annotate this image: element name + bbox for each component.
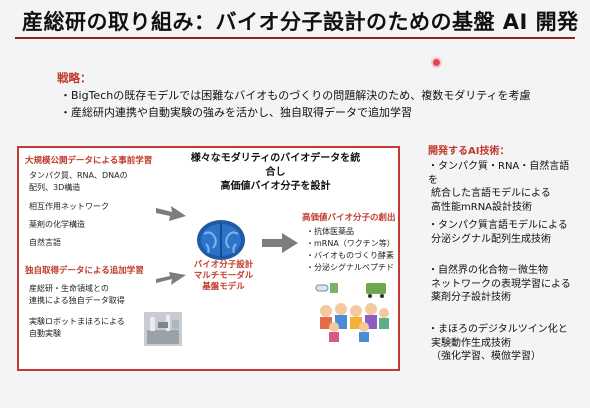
pretrain-item-4: 薬剤の化学構造 <box>29 220 85 229</box>
ai-tech-heading: 開発するAI技術： <box>428 146 510 157</box>
model-label-line-1: バイオ分子設計 <box>193 260 254 270</box>
high-value-heading: 高価値バイオ分子の創出 <box>302 213 396 223</box>
high-value-item-1: ・抗体医薬品 <box>306 227 354 236</box>
ai-tech-item-1-line-3: 高性能mRNA設計技術 <box>431 201 533 213</box>
ai-tech-item-1: ・タンパク質・RNA・自然言語を 統合した言語モデルによる 高性能mRNA設計技… <box>428 160 578 214</box>
model-label-line-3: 基盤モデル <box>202 282 245 292</box>
high-value-item-4: ・分泌シグナルペプチド <box>306 263 394 272</box>
pretrain-item-2: 配列、3D構造 <box>29 183 81 192</box>
slide-title: 産総研の取り組み：バイオ分子設計のための基盤 AI 開発 <box>22 10 579 34</box>
ai-tech-item-4-line-2: 実験動作生成技術 <box>431 337 511 349</box>
strategy-line-1: ・BigTechの既存モデルでは困難なバイオものづくりの問題解決のため、複数モダ… <box>60 89 531 102</box>
ai-tech-item-3-line-3: 薬剤分子設計技術 <box>431 292 511 303</box>
ai-tech-item-4-line-3: （強化学習、模倣学習） <box>431 351 541 362</box>
center-heading-line-2: 高価値バイオ分子を設計 <box>220 181 331 192</box>
strategy-heading: 戦略： <box>57 71 92 85</box>
title-divider <box>15 37 575 39</box>
ai-tech-item-3-line-2: ネットワークの表現学習による <box>431 278 571 290</box>
arrow-pretrain-to-model <box>156 206 186 221</box>
finetune-item-1: 産総研・生命領域との <box>29 284 109 293</box>
ai-tech-item-4: ・まほろのデジタルツイン化と 実験動作生成技術 （強化学習、模倣学習） <box>428 323 578 364</box>
pretrain-item-5: 自然言語 <box>29 238 61 247</box>
lab-robot-image <box>144 312 182 346</box>
ai-tech-item-2-line-1: ・タンパク質言語モデルによる <box>428 220 568 231</box>
ai-tech-item-4-line-1: ・まほろのデジタルツイン化と <box>428 324 568 335</box>
arrow-finetune-to-model <box>156 272 186 285</box>
high-value-item-3: ・バイオものづくり酵素 <box>306 251 394 260</box>
pointer-dot <box>431 57 442 68</box>
pretrain-item-3: 相互作用ネットワーク <box>29 202 109 211</box>
pretrain-heading: 大規模公開データによる事前学習 <box>25 156 153 166</box>
pretrain-item-1: タンパク質、RNA、DNAの <box>29 171 128 180</box>
ai-tech-item-1-line-1: ・タンパク質・RNA・自然言語を <box>428 161 570 186</box>
people-illustration <box>315 283 389 342</box>
center-heading-line-1: 様々なモダリティのバイオデータを統合し <box>190 153 361 178</box>
brain-icon <box>197 220 245 260</box>
center-heading: 様々なモダリティのバイオデータを統合し 高価値バイオ分子を設計 <box>188 152 363 194</box>
model-label: バイオ分子設計 マルチモーダル 基盤モデル <box>186 260 261 293</box>
ai-tech-item-2: ・タンパク質言語モデルによる 分泌シグナル配列生成技術 <box>428 219 578 246</box>
ai-tech-item-3: ・自然界の化合物－微生物 ネットワークの表現学習による 薬剤分子設計技術 <box>428 264 578 305</box>
finetune-item-3: 実験ロボットまほろによる <box>29 317 125 326</box>
model-label-line-2: マルチモーダル <box>193 271 254 281</box>
strategy-line-2: ・産総研内連携や自動実験の強みを活かし、独自取得データで追加学習 <box>60 106 412 119</box>
high-value-item-2: ・mRNA（ワクチン等） <box>306 239 395 248</box>
ai-tech-item-1-line-2: 統合した言語モデルによる <box>431 188 551 199</box>
ai-tech-item-2-line-2: 分泌シグナル配列生成技術 <box>431 233 551 245</box>
ai-tech-item-3-line-1: ・自然界の化合物－微生物 <box>428 265 548 276</box>
finetune-item-2: 連携による独自データ取得 <box>29 296 125 305</box>
arrow-model-to-output <box>262 233 298 253</box>
finetune-item-4: 自動実験 <box>29 329 61 338</box>
finetune-heading: 独自取得データによる追加学習 <box>25 266 144 276</box>
